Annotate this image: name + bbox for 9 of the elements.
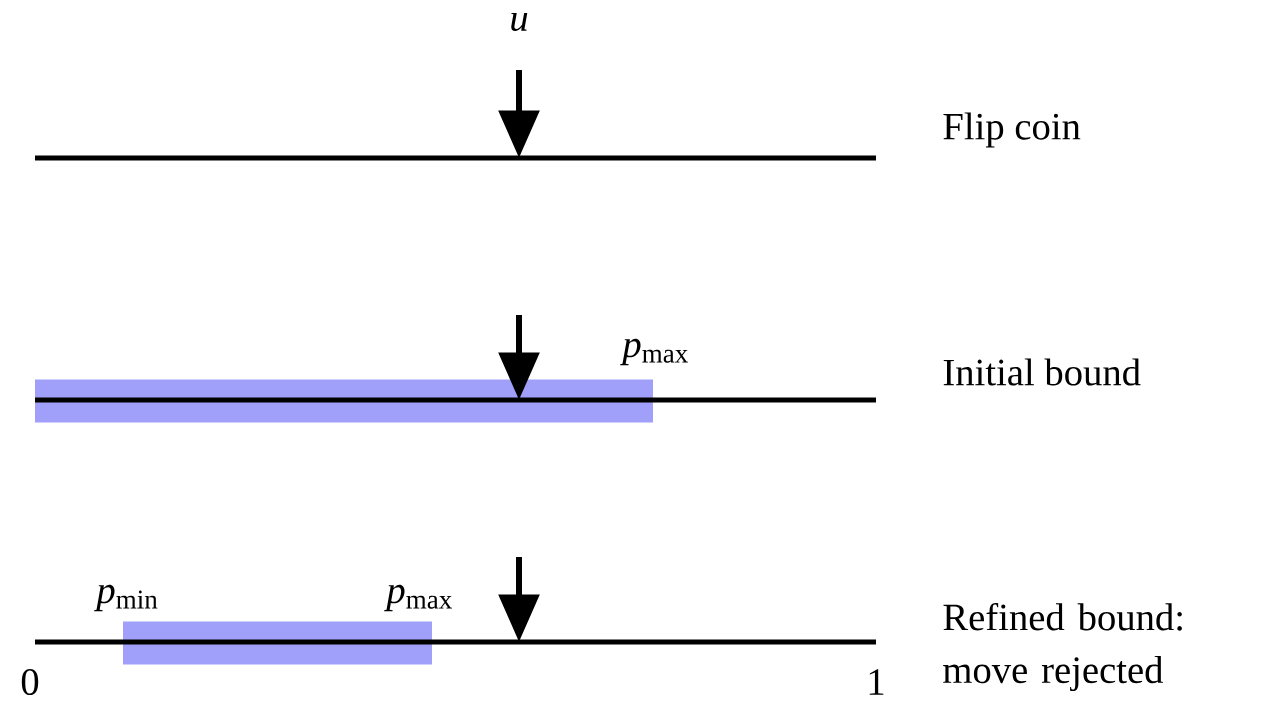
variable-label: u xyxy=(511,12,528,32)
axis-tick-label: 0 xyxy=(21,668,39,696)
step-label: Initial bound xyxy=(943,358,1141,386)
bound-label: p$_{max}$ xyxy=(384,584,452,612)
axis-tick-label: 1 xyxy=(869,669,884,695)
bound-label: p$_{max}$ xyxy=(620,338,688,366)
step-label: Flip coin xyxy=(943,112,1081,148)
bound-label: p$_{min}$ xyxy=(94,584,158,612)
step-label: Refined bound: move rejected xyxy=(943,602,1182,692)
